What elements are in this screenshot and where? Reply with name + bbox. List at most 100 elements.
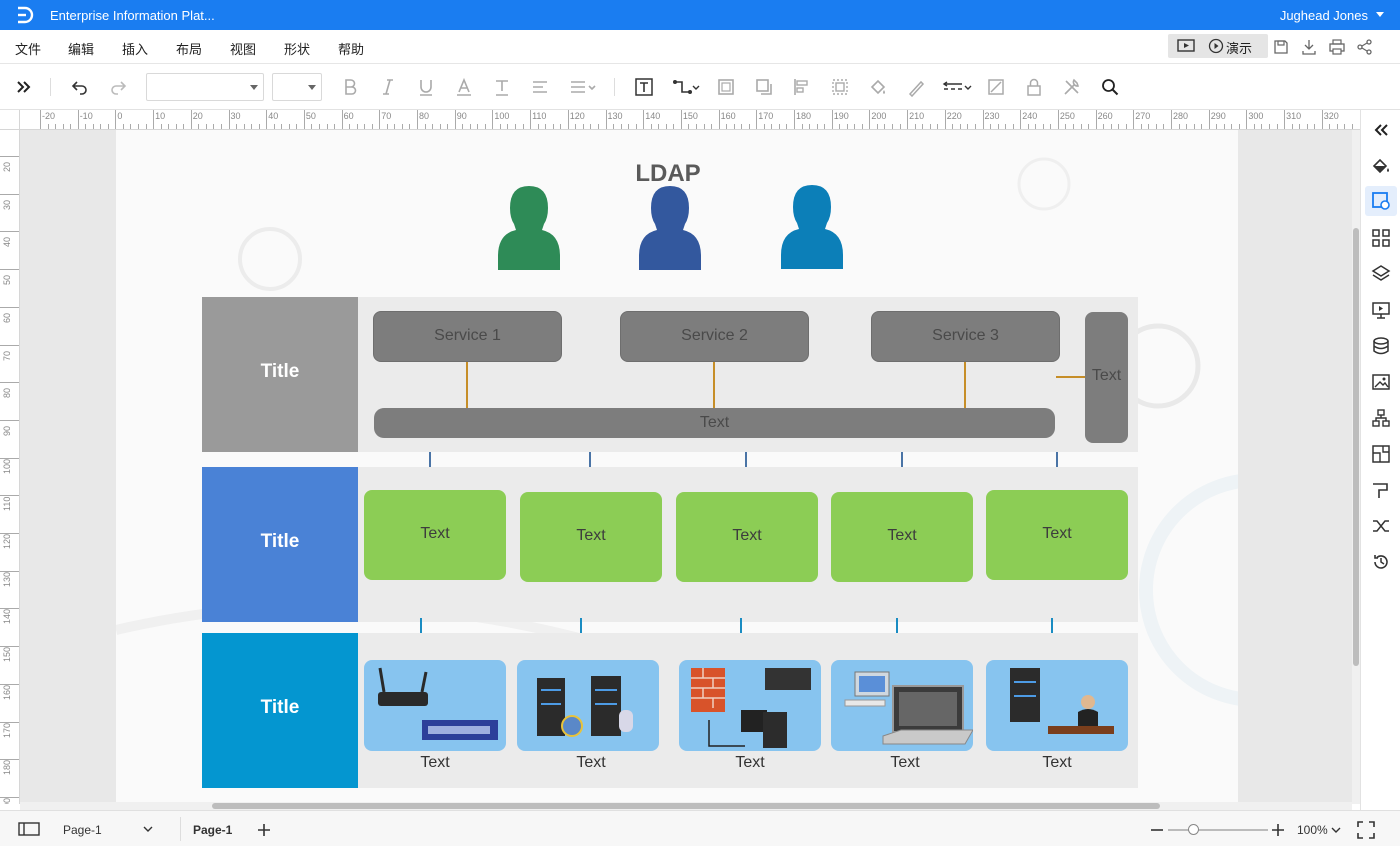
download-icon[interactable] <box>1300 38 1318 56</box>
canvas[interactable]: LDAP Title Service 1 Service 2 Service 3… <box>20 130 1352 804</box>
line-color-icon[interactable] <box>906 77 926 97</box>
collapse-panel-icon[interactable] <box>1371 120 1391 140</box>
ruler-minor-tick <box>937 124 939 129</box>
diagram-page[interactable]: LDAP Title Service 1 Service 2 Service 3… <box>116 130 1238 804</box>
green-box-2[interactable]: Text <box>520 492 662 582</box>
green-box-1[interactable]: Text <box>364 490 506 580</box>
side-connector <box>1056 376 1086 378</box>
edit-shape-icon[interactable] <box>986 77 1006 97</box>
text-style-icon[interactable] <box>492 77 512 97</box>
lane-3-title-box[interactable]: Title <box>202 633 358 788</box>
page-selector[interactable]: Page-1 <box>63 823 102 837</box>
user-icon[interactable] <box>494 182 564 270</box>
page-tab[interactable]: Page-1 <box>193 823 233 837</box>
green-box-4[interactable]: Text <box>831 492 973 582</box>
slideshow-icon[interactable] <box>1176 38 1196 54</box>
service-2-box[interactable]: Service 2 <box>620 311 809 362</box>
font-size-select[interactable] <box>272 73 322 101</box>
menu-help[interactable]: 帮助 <box>338 42 365 57</box>
floor-plan-icon[interactable] <box>1371 444 1391 464</box>
save-icon[interactable] <box>1272 38 1290 56</box>
text-box-icon[interactable] <box>634 77 654 97</box>
align-text-icon[interactable] <box>530 77 550 97</box>
chevron-down-icon[interactable] <box>1331 826 1341 834</box>
group-icon[interactable] <box>830 77 850 97</box>
ruler-minor-tick <box>1193 124 1195 129</box>
add-page-icon[interactable] <box>257 823 271 837</box>
font-color-icon[interactable] <box>454 77 474 97</box>
service-1-box[interactable]: Service 1 <box>373 311 562 362</box>
zoom-slider[interactable] <box>1168 829 1268 831</box>
lane-2-title-box[interactable]: Title <box>202 467 358 622</box>
align-shapes-icon[interactable] <box>792 77 812 97</box>
presentation-icon[interactable] <box>1371 300 1391 320</box>
green-box-5[interactable]: Text <box>986 490 1128 580</box>
line-spacing-icon[interactable] <box>568 77 596 97</box>
device-box-5[interactable] <box>986 660 1128 751</box>
connector-icon[interactable] <box>672 77 700 97</box>
underline-icon[interactable] <box>416 77 436 97</box>
expand-panel-icon[interactable] <box>14 77 34 97</box>
line-style-icon[interactable] <box>942 77 972 97</box>
font-family-select[interactable] <box>146 73 264 101</box>
undo-icon[interactable] <box>70 77 90 97</box>
shape-border-icon[interactable] <box>716 77 736 97</box>
horizontal-scroll-thumb[interactable] <box>212 803 1160 809</box>
menu-view[interactable]: 视图 <box>230 42 257 57</box>
shadow-icon[interactable] <box>754 77 774 97</box>
ruler-minor-tick <box>1035 124 1037 129</box>
vertical-scroll-thumb[interactable] <box>1353 228 1359 666</box>
device-box-1[interactable] <box>364 660 506 751</box>
device-label-1: Text <box>420 754 450 771</box>
history-icon[interactable] <box>1371 552 1391 572</box>
share-icon[interactable] <box>1356 38 1374 56</box>
zoom-level[interactable]: 100% <box>1297 823 1328 837</box>
print-icon[interactable] <box>1328 38 1346 56</box>
lock-icon[interactable] <box>1024 77 1044 97</box>
zoom-out-icon[interactable] <box>1150 823 1164 837</box>
fill-color-icon[interactable] <box>868 77 888 97</box>
green-box-3[interactable]: Text <box>676 492 818 582</box>
org-chart-icon[interactable] <box>1371 408 1391 428</box>
menu-shape[interactable]: 形状 <box>284 42 311 57</box>
shuffle-icon[interactable] <box>1371 516 1391 536</box>
user-name[interactable]: Jughead Jones <box>1279 8 1368 23</box>
menu-edit[interactable]: 编辑 <box>68 42 95 57</box>
bold-icon[interactable] <box>340 77 360 97</box>
tools-icon[interactable] <box>1062 77 1082 97</box>
document-title[interactable]: Enterprise Information Plat... <box>50 8 215 23</box>
zoom-slider-handle[interactable] <box>1188 824 1199 835</box>
zoom-in-icon[interactable] <box>1271 823 1285 837</box>
menu-file[interactable]: 文件 <box>15 42 42 57</box>
fullscreen-icon[interactable] <box>1357 821 1375 839</box>
device-box-4[interactable] <box>831 660 974 751</box>
grid-icon[interactable] <box>1371 228 1391 248</box>
horizontal-scrollbar[interactable] <box>20 802 1352 810</box>
redo-icon[interactable] <box>108 77 128 97</box>
database-icon[interactable] <box>1371 336 1391 356</box>
layers-icon[interactable] <box>1371 264 1391 284</box>
app-logo-icon[interactable] <box>14 5 34 25</box>
side-text-box[interactable]: Text <box>1085 312 1128 443</box>
user-menu-caret-icon[interactable] <box>1376 12 1384 17</box>
ruler-tick <box>680 110 682 129</box>
vertical-scrollbar[interactable] <box>1352 130 1360 804</box>
chevron-down-icon[interactable] <box>143 825 153 833</box>
image-icon[interactable] <box>1371 372 1391 392</box>
menu-insert[interactable]: 插入 <box>122 42 149 57</box>
lane-1-title-box[interactable]: Title <box>202 297 358 452</box>
user-icon[interactable] <box>777 181 847 269</box>
page-panel-icon[interactable] <box>18 822 40 836</box>
menu-layout[interactable]: 布局 <box>176 42 203 57</box>
service-bus[interactable]: Text <box>374 408 1055 438</box>
device-box-2[interactable] <box>517 660 659 751</box>
search-icon[interactable] <box>1100 77 1120 97</box>
shape-style-icon[interactable] <box>1371 191 1391 211</box>
italic-icon[interactable] <box>378 77 398 97</box>
paint-bucket-icon[interactable] <box>1371 156 1391 176</box>
ruler-minor-tick <box>1329 124 1331 129</box>
connector-style-icon[interactable] <box>1371 480 1391 500</box>
service-3-box[interactable]: Service 3 <box>871 311 1060 362</box>
user-icon[interactable] <box>635 182 705 270</box>
device-box-3[interactable] <box>679 660 821 751</box>
